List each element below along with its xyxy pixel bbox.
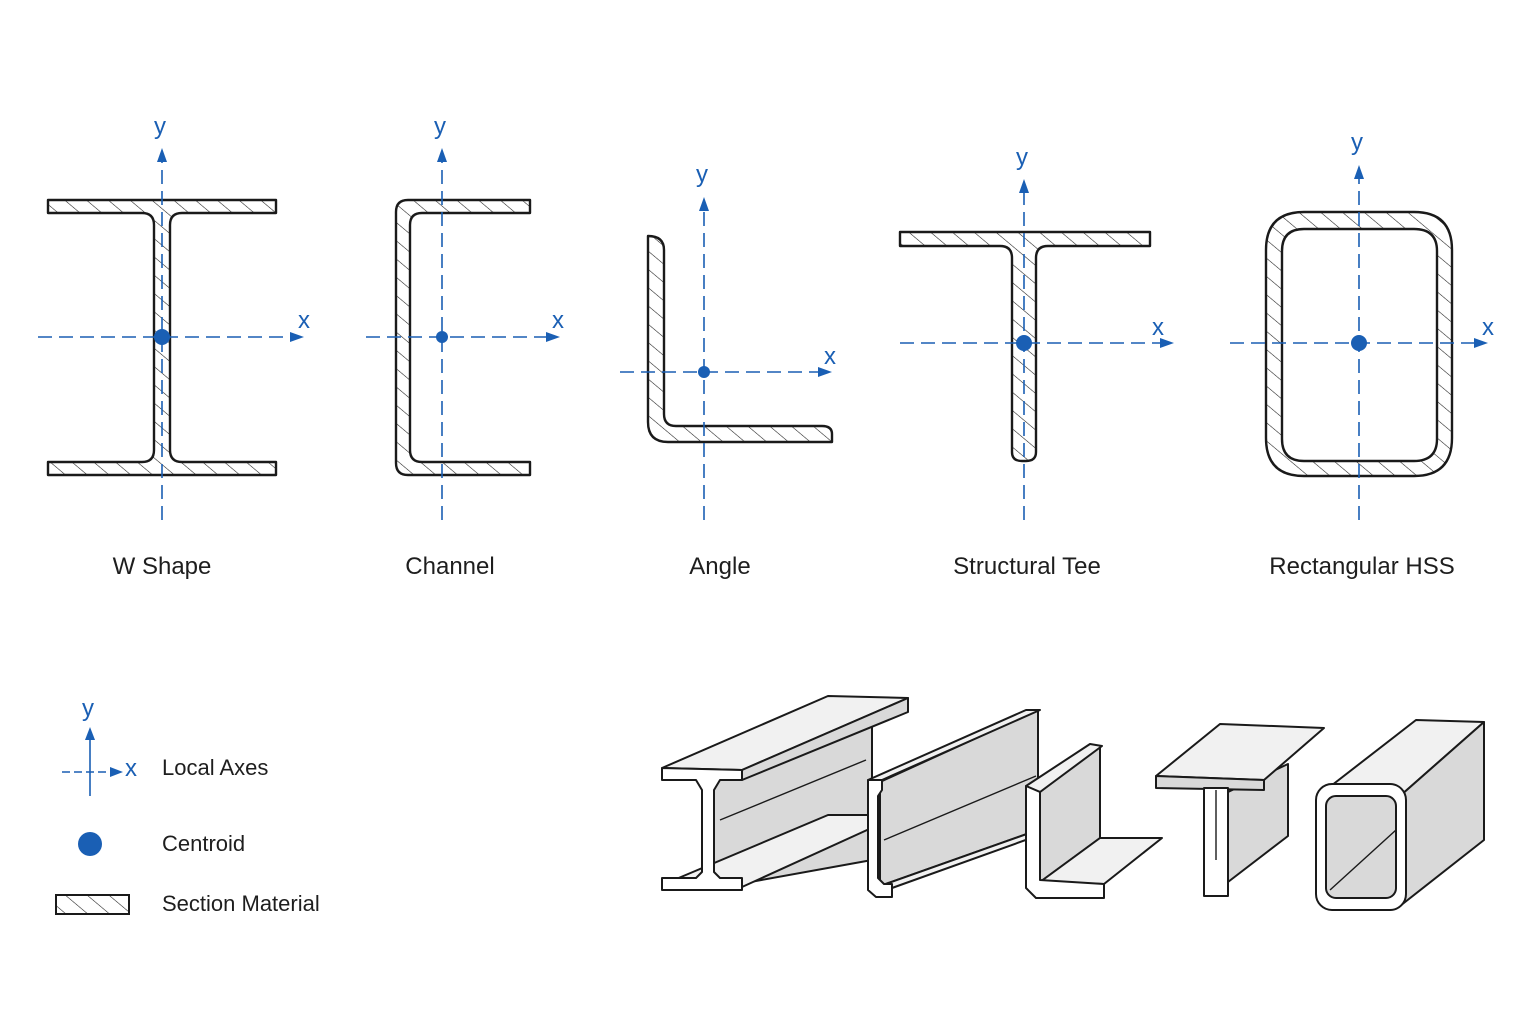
legend-local-axes-label: Local Axes xyxy=(162,755,268,780)
rectangular-hss-x-arrow xyxy=(1474,338,1488,348)
channel-caption: Channel xyxy=(405,553,494,580)
rectangular-hss-section: y x Rectangular HSS xyxy=(1230,129,1494,580)
w-shape-x-arrow xyxy=(290,332,304,342)
angle-centroid xyxy=(698,366,710,378)
legend-y-label: y xyxy=(82,695,94,722)
iso-channel-centerline xyxy=(883,775,1037,841)
w-shape-y-arrow xyxy=(157,148,167,162)
w-shape-x-label: x xyxy=(298,307,310,334)
structural-tee-x-arrow xyxy=(1160,338,1174,348)
angle-x-arrow xyxy=(818,367,832,377)
iso-w-shape-centerline xyxy=(719,759,867,821)
legend-y-arrow xyxy=(85,727,95,740)
iso-tee xyxy=(1155,723,1325,897)
structural-tee-caption: Structural Tee xyxy=(953,553,1101,580)
channel-x-label: x xyxy=(552,307,564,334)
iso-w-shape xyxy=(661,695,909,891)
legend-section-material: Section Material xyxy=(55,891,320,916)
iso-channel xyxy=(867,709,1049,898)
rectangular-hss-profile xyxy=(1264,210,1454,478)
w-shape-caption: W Shape xyxy=(113,553,212,580)
rectangular-hss-x-label: x xyxy=(1482,314,1494,341)
channel-y-label: y xyxy=(434,113,446,140)
iso-hss xyxy=(1315,719,1485,911)
legend-local-axes: y x Local Axes xyxy=(62,695,268,796)
legend-centroid: Centroid xyxy=(78,831,245,856)
legend-centroid-label: Centroid xyxy=(162,831,245,856)
channel-profile xyxy=(394,198,532,477)
structural-tee-y-arrow xyxy=(1019,179,1029,193)
angle-y-arrow xyxy=(699,197,709,211)
w-shape-centroid xyxy=(154,329,170,345)
rectangular-hss-caption: Rectangular HSS xyxy=(1269,553,1454,580)
w-shape-section: y x W Shape xyxy=(38,113,310,580)
legend: y x Local Axes Centroid Section Material xyxy=(55,695,320,916)
channel-section: y x Channel xyxy=(366,113,564,580)
structural-tee-section: y x Structural Tee xyxy=(898,144,1174,580)
iso-angle xyxy=(1025,743,1163,899)
angle-section: y x Angle xyxy=(620,161,836,580)
channel-y-arrow xyxy=(437,148,447,162)
legend-x-arrow xyxy=(110,767,123,777)
rectangular-hss-y-label: y xyxy=(1351,129,1363,156)
channel-centroid xyxy=(436,331,448,343)
rectangular-hss-centroid xyxy=(1351,335,1367,351)
structural-tee-x-label: x xyxy=(1152,314,1164,341)
legend-hatch-swatch xyxy=(55,894,130,915)
channel-x-arrow xyxy=(546,332,560,342)
rectangular-hss-y-arrow xyxy=(1354,165,1364,179)
structural-tee-centroid xyxy=(1016,335,1032,351)
structural-tee-y-label: y xyxy=(1016,144,1028,171)
angle-x-label: x xyxy=(824,343,836,370)
legend-x-label: x xyxy=(125,755,137,782)
legend-section-material-label: Section Material xyxy=(162,891,320,916)
iso-hss-inner-line xyxy=(1329,829,1397,891)
angle-y-label: y xyxy=(696,161,708,188)
angle-profile xyxy=(646,234,834,444)
angle-caption: Angle xyxy=(689,553,750,580)
legend-centroid-dot xyxy=(78,832,102,856)
w-shape-y-label: y xyxy=(154,113,166,140)
